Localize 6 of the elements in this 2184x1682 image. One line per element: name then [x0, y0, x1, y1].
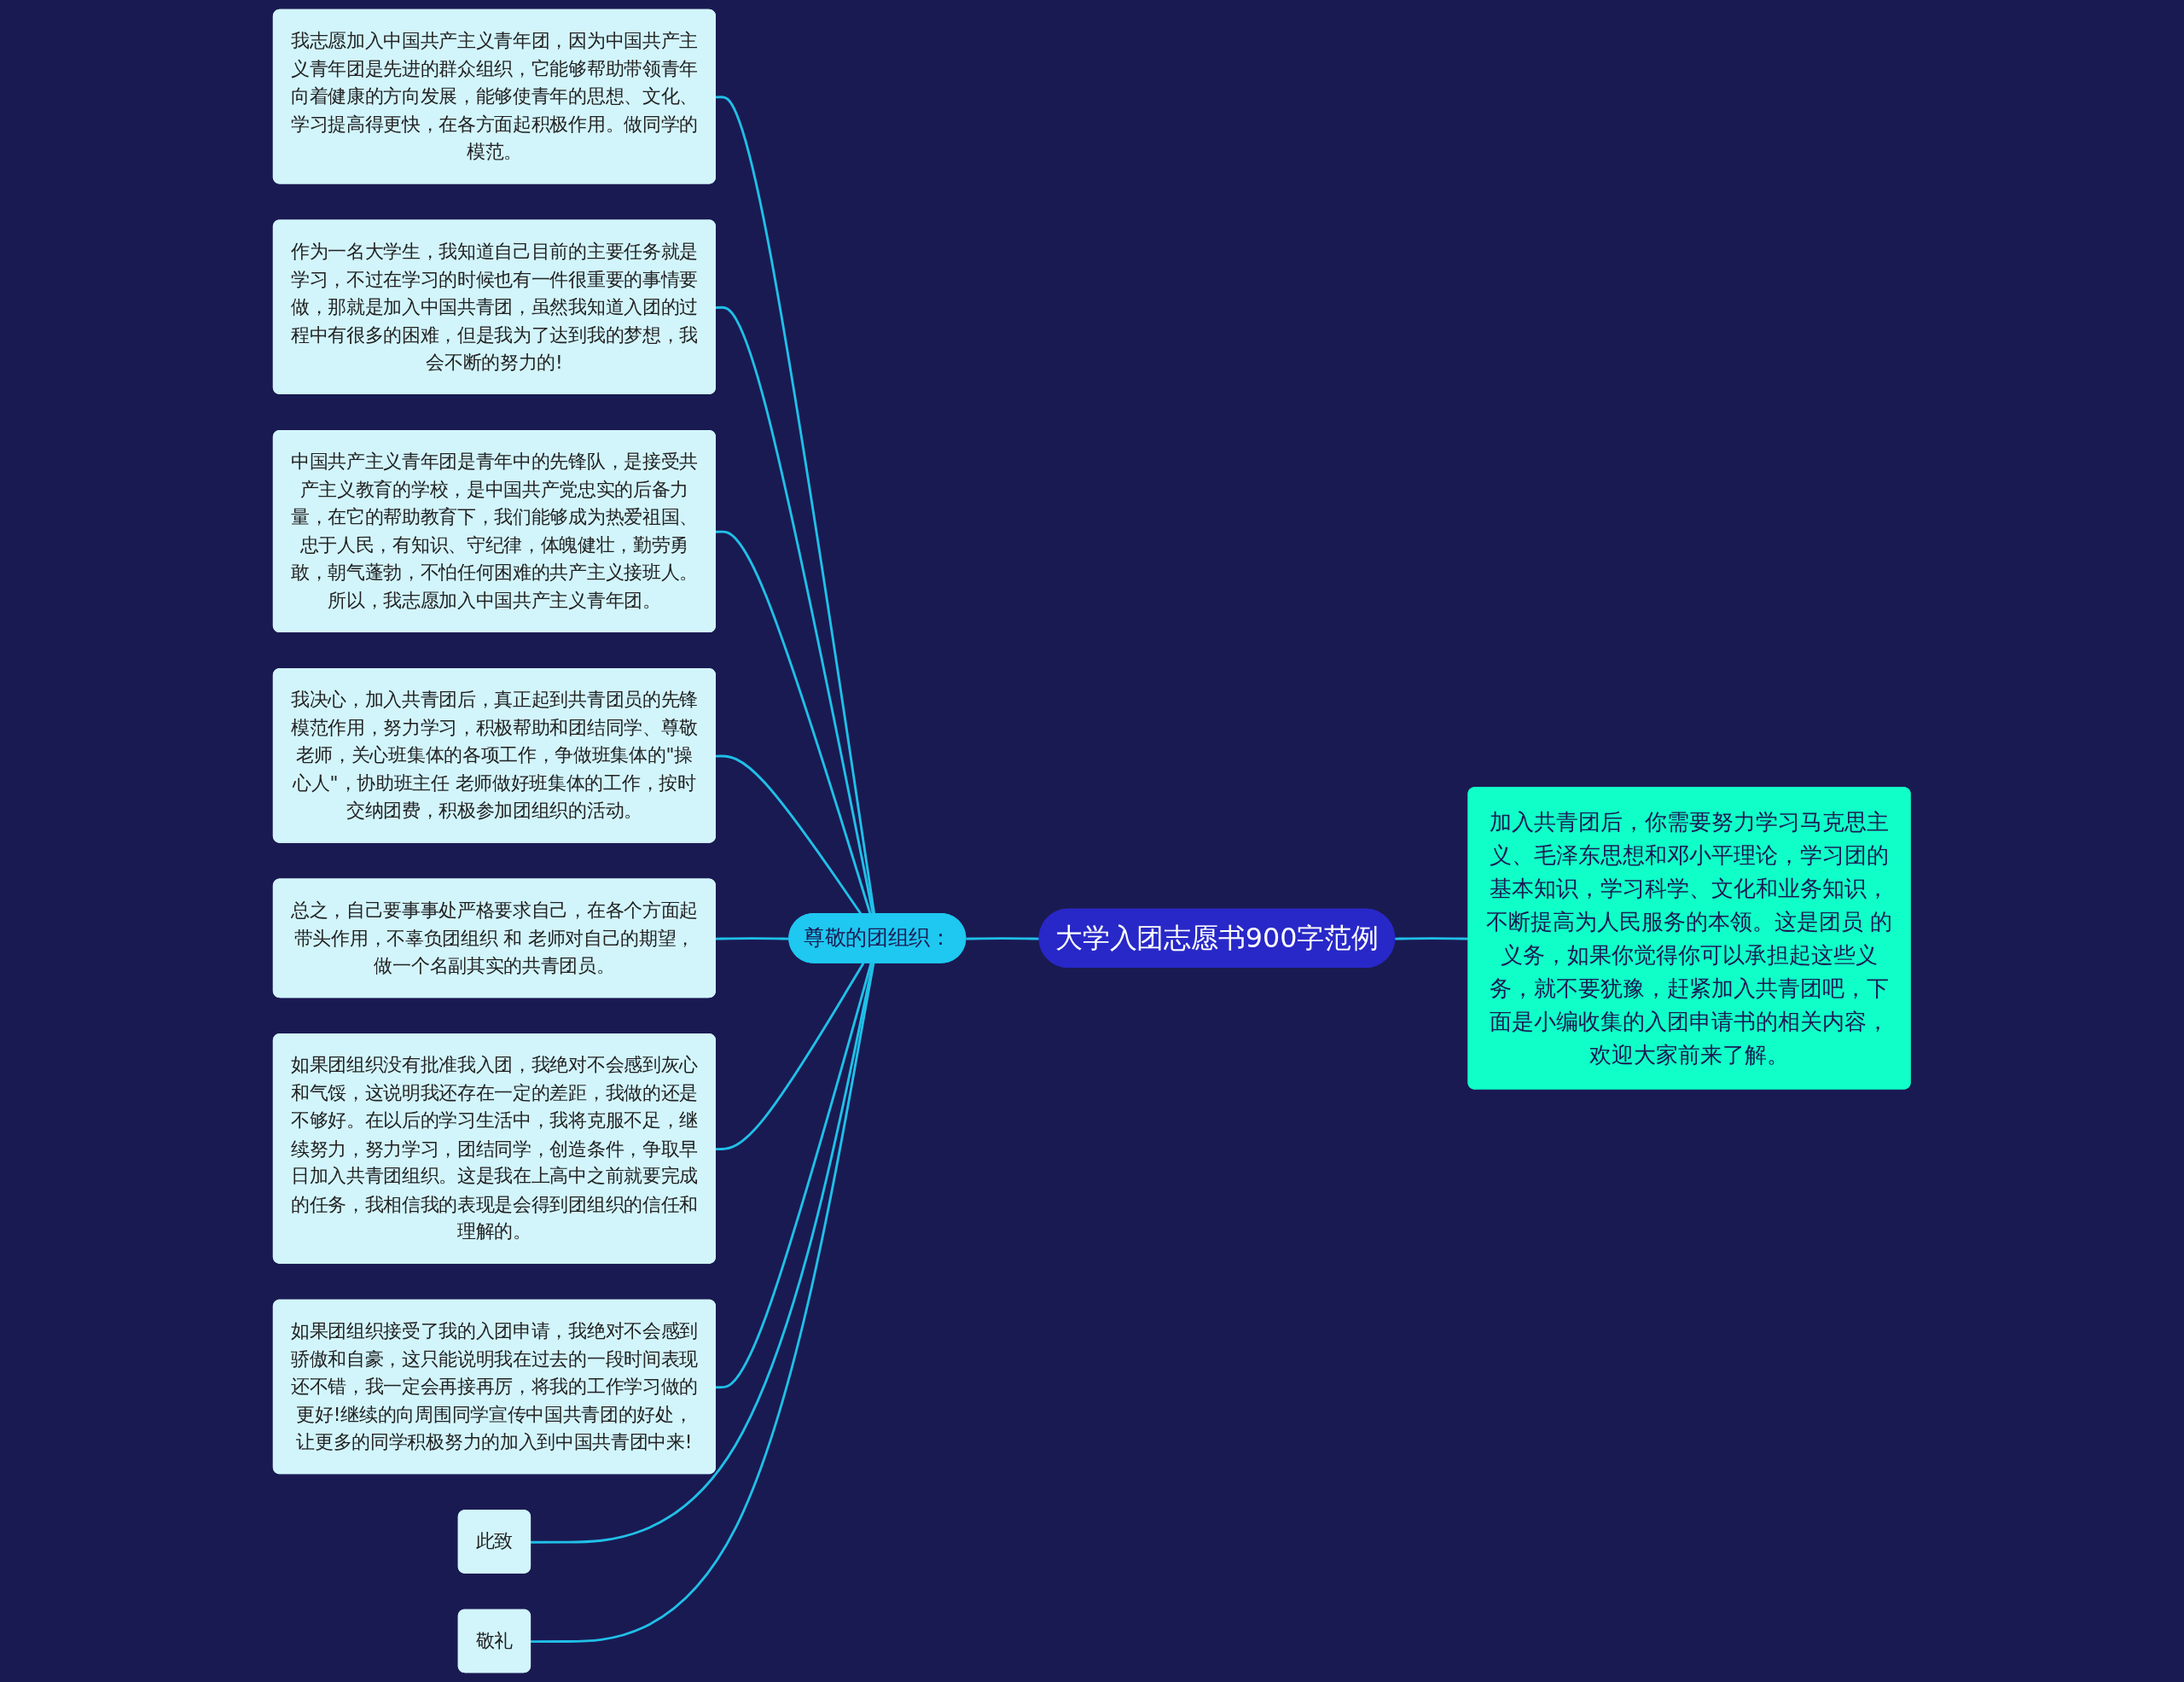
connector — [716, 306, 875, 915]
connector — [716, 963, 873, 1389]
connector — [716, 530, 872, 915]
connector — [716, 962, 865, 1151]
connector — [716, 96, 876, 915]
connector — [966, 937, 1041, 940]
